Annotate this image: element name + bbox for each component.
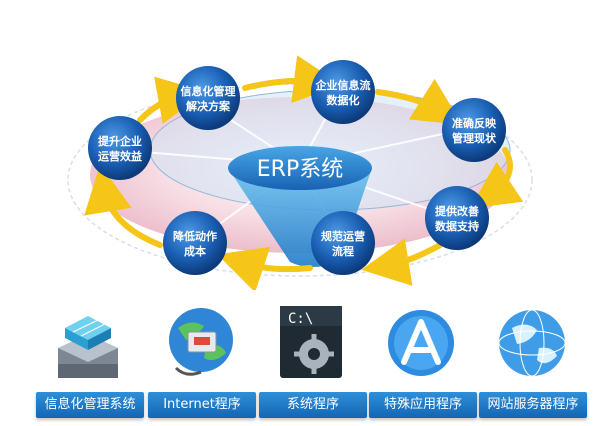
node-label: 信息化管理 <box>181 84 236 98</box>
cycle-node: 降低动作 成本 <box>163 211 227 275</box>
cycle-node: 提供改善 数据支持 <box>425 186 489 250</box>
program-icons-row: C:\ 信息化管理系统 Internet程序 系统程序 特殊应用程序 网站服务器… <box>0 290 596 426</box>
node-label: 成本 <box>184 244 206 258</box>
cycle-node: 规范运营 流程 <box>311 211 375 275</box>
node-label: 数据支持 <box>435 219 479 233</box>
node-label: 解决方案 <box>186 99 231 113</box>
cycle-node: 企业信息流 数据化 <box>311 60 375 124</box>
tile-web-server-program: 网站服务器程序 <box>479 392 587 418</box>
erp-cycle-diagram: ERP系统 信息化管理 解决方案 企业信息流 数据化 准确反映 管理现状 提供改… <box>67 55 533 290</box>
node-label: 流程 <box>332 244 354 258</box>
app-store-icon <box>388 310 454 376</box>
node-label: 运营效益 <box>98 149 142 163</box>
node-label: 提升企业 <box>98 134 142 148</box>
terminal-gear-icon: C:\ <box>280 306 342 378</box>
node-label: 企业信息流 <box>315 78 371 92</box>
tile-system-program: 系统程序 <box>259 392 367 418</box>
erp-center-label: ERP系统 <box>257 157 343 182</box>
node-label: 管理现状 <box>452 131 497 145</box>
node-label: 数据化 <box>327 93 360 107</box>
erp-center-top <box>228 146 372 190</box>
tile-special-app-program: 特殊应用程序 <box>369 392 477 418</box>
web-globe-icon <box>498 309 566 377</box>
cycle-node: 准确反映 管理现状 <box>442 98 506 162</box>
tile-info-management-system: 信息化管理系统 <box>36 392 144 418</box>
server-stack-icon <box>58 316 118 378</box>
tile-internet-program: Internet程序 <box>148 392 256 418</box>
terminal-prompt: C:\ <box>288 311 313 327</box>
network-globe-icon <box>169 308 233 376</box>
node-label: 提供改善 <box>435 204 479 218</box>
node-label: 规范运营 <box>321 229 365 243</box>
cycle-node: 信息化管理 解决方案 <box>176 66 240 130</box>
node-label: 降低动作 <box>173 229 217 243</box>
cycle-node: 提升企业 运营效益 <box>88 116 152 180</box>
node-label: 准确反映 <box>452 116 497 130</box>
